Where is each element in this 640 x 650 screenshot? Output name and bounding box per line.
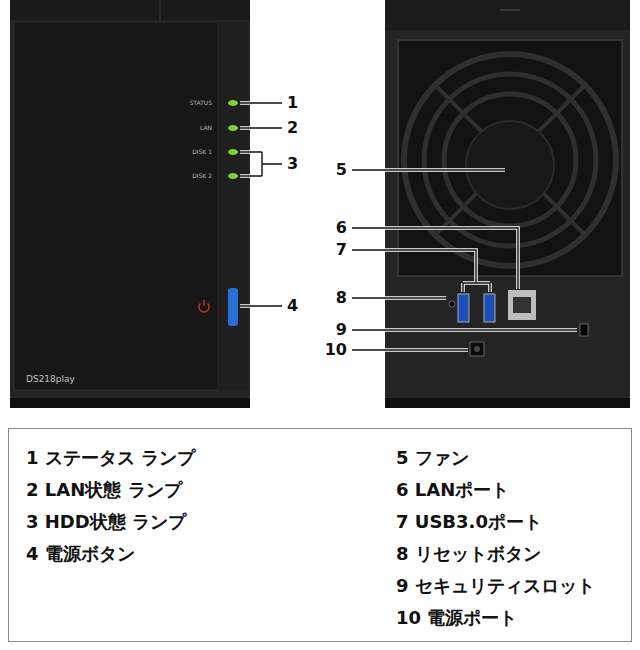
panel-text: STATUS <box>189 100 212 107</box>
model-name: DS218play <box>26 375 75 385</box>
power-button <box>228 288 238 326</box>
disk-led <box>228 149 238 155</box>
front-body <box>10 0 250 400</box>
legend-item: 1 ステータス ランプ <box>26 447 195 469</box>
legend-item: 7 USB3.0ポート <box>396 511 542 533</box>
fan-grille <box>398 40 622 276</box>
status-led <box>228 100 238 106</box>
top-cap <box>385 0 630 30</box>
legend-item: 6 LANポート <box>396 479 509 501</box>
usb-port <box>458 294 469 322</box>
back-unit <box>385 0 630 408</box>
legend-item: 3 HDD状態 ランプ <box>26 511 186 533</box>
leader-line <box>240 103 577 350</box>
reset-hole <box>449 301 455 307</box>
legend-item: 10 電源ポート <box>396 607 517 629</box>
fan-rings <box>404 54 616 266</box>
power-pin <box>474 346 480 352</box>
security-slot <box>580 324 588 336</box>
panel-text: DISK 1 <box>192 149 212 156</box>
leader-halo <box>240 103 577 350</box>
callout-number: 4 <box>287 297 298 315</box>
legend-item: 9 セキュリティスロット <box>396 575 595 597</box>
side-bezel <box>218 22 248 390</box>
lan-led <box>228 125 238 131</box>
legend-item: 2 LAN状態 ランプ <box>26 479 182 501</box>
disk-led <box>228 173 238 179</box>
power-port <box>470 342 484 356</box>
callout-number: 8 <box>336 289 347 307</box>
front-unit <box>10 0 250 408</box>
panel-text: LAN <box>200 125 212 132</box>
callout-number: 3 <box>287 155 298 173</box>
legend-item: 8 リセットボタン <box>396 543 541 565</box>
back-body <box>385 0 630 400</box>
fan-hub <box>466 121 554 209</box>
base <box>10 398 250 408</box>
base <box>385 398 630 408</box>
callout-number: 2 <box>287 119 298 137</box>
callout-number: 5 <box>336 161 347 179</box>
callout-number: 10 <box>325 341 347 359</box>
callout-number: 7 <box>336 241 347 259</box>
lan-port <box>508 290 536 320</box>
callout-number: 6 <box>336 219 347 237</box>
callout-number: 9 <box>336 321 347 339</box>
usb-port <box>484 294 495 322</box>
top-cap <box>10 0 250 20</box>
legend-item: 4 電源ボタン <box>26 543 135 565</box>
legend-item: 5 ファン <box>396 447 469 469</box>
front-panel <box>14 22 218 390</box>
legend-table: 1 ステータス ランプ 2 LAN状態 ランプ 3 HDD状態 ランプ 4 電源ボタン… <box>8 428 632 642</box>
power-icon <box>199 300 209 312</box>
panel-text: DISK 2 <box>192 173 212 180</box>
lan-port-socket <box>513 297 531 313</box>
callout-number: 1 <box>287 94 298 112</box>
